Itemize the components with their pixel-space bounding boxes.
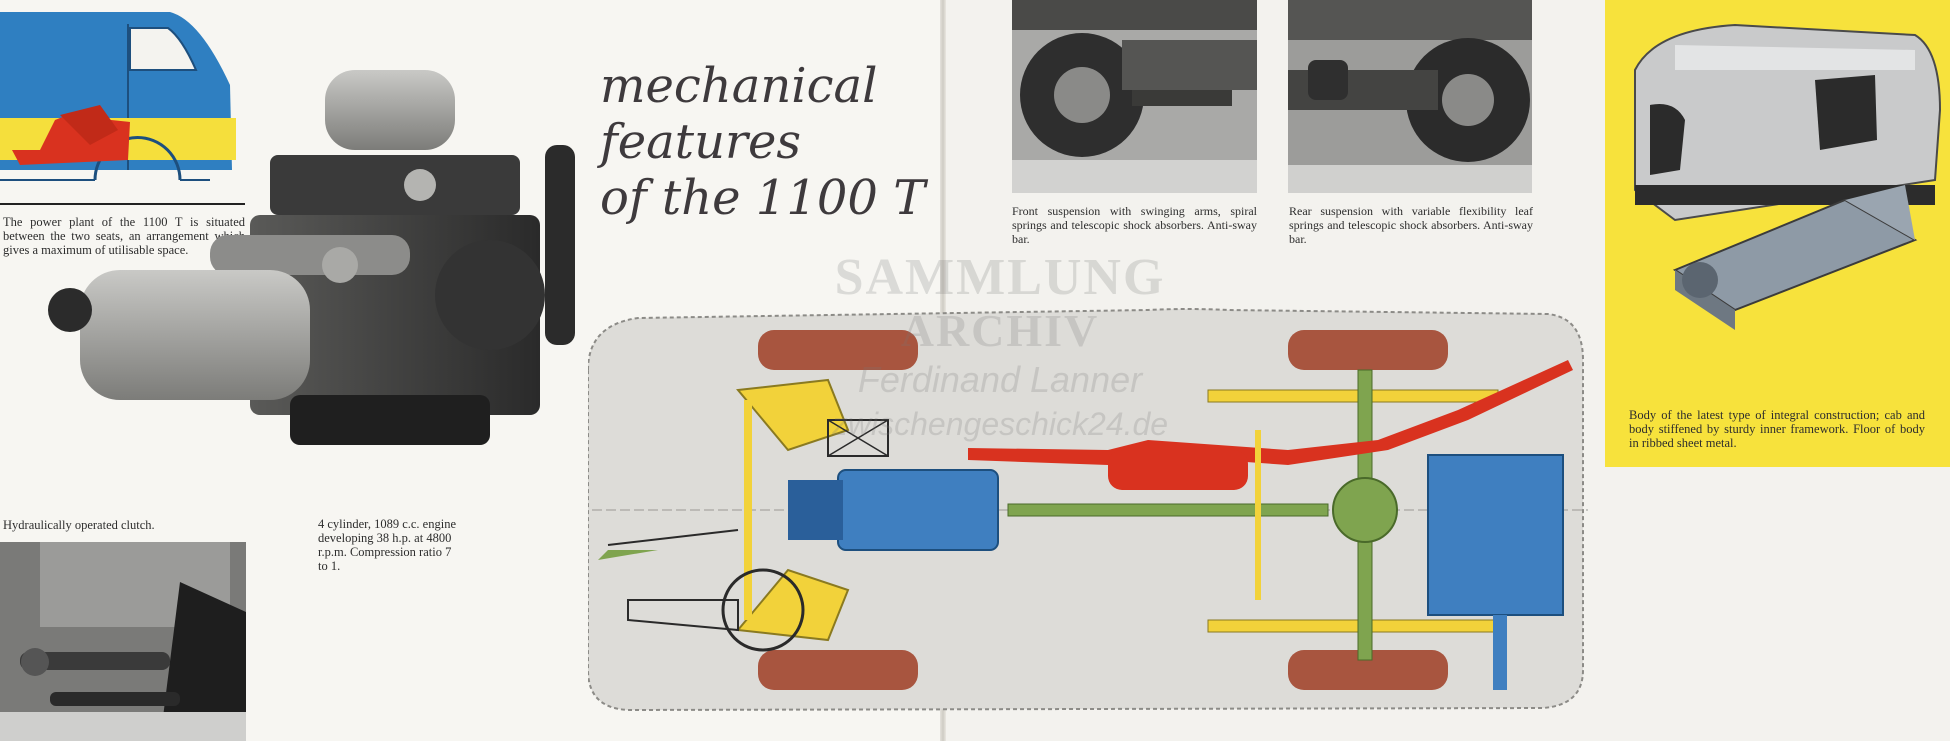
engine-specs-caption: 4 cylinder, 1089 c.c. engine developing … [318, 517, 456, 573]
caption-rule [0, 203, 245, 205]
body-caption: Body of the latest type of integral cons… [1629, 408, 1925, 450]
body-shell-illustration [1634, 23, 1942, 330]
chassis-diagram [588, 308, 1588, 712]
clutch-photo [0, 542, 246, 741]
clutch-caption: Hydraulically operated clutch. [3, 518, 155, 532]
rear-suspension-caption: Rear suspension with variable flexibilit… [1289, 204, 1533, 246]
front-suspension-caption: Front suspension with swinging arms, spi… [1012, 204, 1257, 246]
engine-photo [48, 70, 575, 445]
power-plant-caption: The power plant of the 1100 T is situate… [3, 215, 245, 257]
front-suspension-photo [1012, 0, 1257, 193]
rear-suspension-photo [1288, 0, 1532, 193]
van-cutaway-illustration [0, 12, 236, 181]
page-title: mechanical features of the 1100 T [600, 58, 926, 226]
